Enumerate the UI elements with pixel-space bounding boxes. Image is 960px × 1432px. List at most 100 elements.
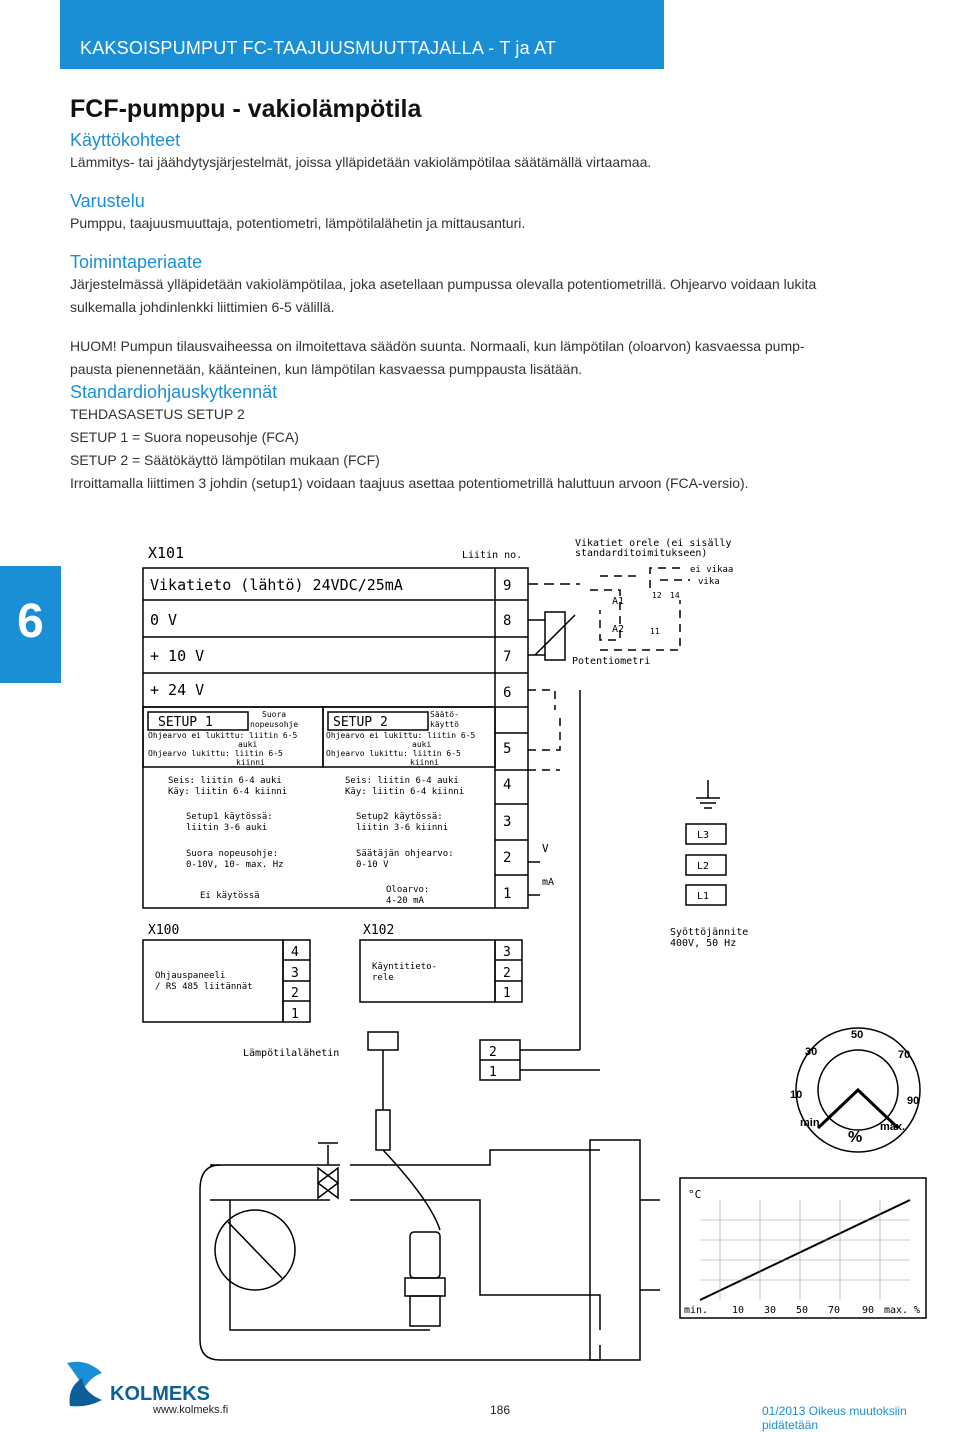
setup2-line2: Ohjearvo lukittu: liitin 6-5 <box>326 749 461 758</box>
text-standard-3: SETUP 2 = Säätökäyttö lämpötilan mukaan … <box>70 452 380 468</box>
text-huom-1: HUOM! Pumpun tilausvaiheessa on ilmoitet… <box>70 338 805 354</box>
graph-min: min. <box>684 1305 708 1316</box>
fault-relay-line1: Vikatiet orele (ei sisälly <box>575 538 732 549</box>
dial-max: max. <box>880 1121 905 1133</box>
chapter-number: 6 <box>17 595 44 648</box>
relay-a1: A1 <box>612 596 624 607</box>
stop1-a: Seis: liitin 6-4 auki <box>168 776 282 786</box>
dial-30: 30 <box>805 1046 817 1058</box>
heading-toimintaperiaate: Toimintaperiaate <box>70 252 203 272</box>
sensor-term-1: 1 <box>489 1065 497 1080</box>
control-b: 0-10 V <box>356 860 389 870</box>
logo-text: KOLMEKS <box>110 1383 210 1405</box>
banner-title: KAKSOISPUMPUT FC-TAAJUUSMUUTTAJALLA - T … <box>80 38 557 58</box>
text-standard-2: SETUP 1 = Suora nopeusohje (FCA) <box>70 429 299 445</box>
graph-unit: °C <box>688 1188 701 1201</box>
terminal-6: 6 <box>503 685 511 701</box>
x100-term-1: 1 <box>291 1007 299 1022</box>
supply-a: Syöttöjännite <box>670 927 748 938</box>
terminal-7: 7 <box>503 649 511 665</box>
v-label: V <box>542 842 549 855</box>
x102-label: X102 <box>363 923 394 938</box>
stop1-b: Käy: liitin 6-4 kiinni <box>168 787 287 797</box>
text-toiminta-2: sulkemalla johdinlenkki liittimien 6-5 v… <box>70 299 335 315</box>
x102-term-1: 1 <box>503 986 511 1001</box>
page-number: 186 <box>490 1403 511 1417</box>
row-10v: + 10 V <box>150 647 204 665</box>
panel-a: Ohjauspaneeli <box>155 971 225 981</box>
setup1-auki: auki <box>238 740 257 749</box>
setup2-box <box>322 706 496 768</box>
setup2-title: SETUP 2 <box>333 715 388 730</box>
sensor-term-2: 2 <box>489 1045 497 1060</box>
potentiometer-symbol <box>544 611 566 661</box>
terminal-8: 8 <box>503 613 511 629</box>
dial-90: 90 <box>907 1095 919 1107</box>
speed-b: 0-10V, 10- max. Hz <box>186 860 284 870</box>
terminal-2: 2 <box>503 850 511 866</box>
terminal-1: 1 <box>503 886 511 902</box>
text-standard-4: Irroittamalla liittimen 3 johdin (setup1… <box>70 475 749 491</box>
header-banner: KAKSOISPUMPUT FC-TAAJUUSMUUTTAJALLA - T … <box>60 0 664 69</box>
setup2-use-a: Setup2 käytössä: <box>356 812 443 822</box>
phase-l1: L1 <box>697 891 709 902</box>
run-relay-a: Käyntitieto- <box>372 962 437 972</box>
footer-url[interactable]: www.kolmeks.fi <box>153 1404 229 1416</box>
row-fault-output: Vikatieto (lähtö) 24VDC/25mA <box>150 576 403 594</box>
potentiometer-label: Potentiometri <box>572 656 650 667</box>
pump-motor <box>409 1231 441 1279</box>
phase-l2: L2 <box>697 861 709 872</box>
setup1-title: SETUP 1 <box>158 715 213 730</box>
graph-10: 10 <box>732 1305 744 1316</box>
no-fault-label: ei vikaa <box>690 565 733 575</box>
graph-max: max. <box>884 1305 908 1316</box>
control-a: Säätäjän ohjearvo: <box>356 849 454 859</box>
fault-relay-line2: standarditoimitukseen) <box>575 548 707 559</box>
stop2-a: Seis: liitin 6-4 auki <box>345 776 459 786</box>
panel-b: / RS 485 liitännät <box>155 982 253 992</box>
kolmeks-logo: KOLMEKS <box>67 1361 210 1407</box>
chapter-tab: 6 <box>0 566 61 683</box>
relay-11: 11 <box>650 627 660 636</box>
fault-label: vika <box>698 577 720 587</box>
dial-10: 10 <box>790 1089 802 1101</box>
setup1-use-a: Setup1 käytössä: <box>186 812 273 822</box>
row-0v: 0 V <box>150 611 177 629</box>
row-24v: + 24 V <box>150 681 204 699</box>
graph-30: 30 <box>764 1305 776 1316</box>
main-content: FCF-pumppu - vakiolämpötila Käyttökohtee… <box>70 94 945 495</box>
setup1-sub2: nopeusohje <box>250 720 298 729</box>
setup1-line1: Ohjearvo ei lukittu: liitin 6-5 <box>148 731 297 740</box>
ma-label: mA <box>542 877 554 888</box>
graph-percent: % <box>914 1305 920 1316</box>
supply-b: 400V, 50 Hz <box>670 938 736 949</box>
text-varustelu: Pumppu, taajuusmuuttaja, potentiometri, … <box>70 215 526 231</box>
text-huom-2: pausta pienennetään, käänteinen, kun läm… <box>70 361 583 377</box>
x101-label: X101 <box>148 544 184 562</box>
text-toiminta-1: Järjestelmässä ylläpidetään vakiolämpöti… <box>70 276 817 292</box>
dial-min: min. <box>800 1117 823 1129</box>
text-kayttokohteet: Lämmitys- tai jäähdytysjärjestelmät, joi… <box>70 154 652 170</box>
actual-b: 4-20 mA <box>386 896 425 906</box>
actual-a: Oloarvo: <box>386 885 429 895</box>
setup1-line2: Ohjearvo lukittu: liitin 6-5 <box>148 749 283 758</box>
flow-meter <box>214 1209 296 1291</box>
x100-label: X100 <box>148 923 179 938</box>
setpoint-graph <box>679 1177 927 1319</box>
setup2-line1: Ohjearvo ei lukittu: liitin 6-5 <box>326 731 475 740</box>
relay-a2: A2 <box>612 624 624 635</box>
graph-70: 70 <box>828 1305 840 1316</box>
phase-l3: L3 <box>697 830 709 841</box>
unused-label: Ei käytössä <box>200 891 260 901</box>
dial-50: 50 <box>851 1029 863 1041</box>
heading-standard: Standardiohjauskytkennät <box>70 382 278 402</box>
wiring-diagram: X101 Liitin no. Vikatiet orele (ei sisäl… <box>142 538 927 1361</box>
terminal-4: 4 <box>503 777 511 793</box>
x100-term-4: 4 <box>291 945 299 960</box>
terminal-5: 5 <box>503 741 511 757</box>
sensor-label: Lämpötilalähetin <box>243 1048 339 1059</box>
setpoint-dial <box>795 1027 921 1153</box>
setup1-kiinni: kiinni <box>236 758 265 767</box>
speed-a: Suora nopeusohje: <box>186 849 278 859</box>
setup1-sub1: Suora <box>262 710 286 719</box>
